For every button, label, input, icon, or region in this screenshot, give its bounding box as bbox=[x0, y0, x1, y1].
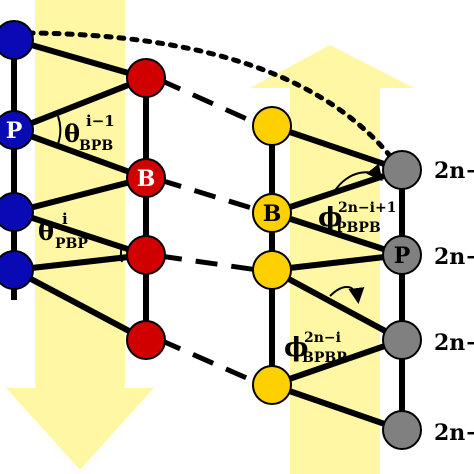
phi-top-label: ϕ 2n−i+1 PBPB bbox=[318, 200, 396, 236]
theta-top-label: θ i−1 BPB bbox=[64, 112, 115, 154]
theta-top-subscript: BPB bbox=[79, 138, 113, 154]
theta-top-angle-arc bbox=[57, 115, 62, 145]
theta-bottom-symbol: θ bbox=[38, 217, 54, 246]
theta-top-superscript: i−1 bbox=[86, 112, 115, 130]
theta-bottom-label: θ i PBP bbox=[38, 210, 88, 252]
right-yellow-node bbox=[252, 106, 292, 146]
phi-top-curl-arrow bbox=[333, 163, 383, 193]
index-label-4: 2n− bbox=[434, 420, 474, 446]
right-gray-node bbox=[382, 410, 422, 450]
theta-bottom-superscript: i bbox=[62, 210, 68, 228]
right-yellow-node bbox=[252, 365, 292, 405]
left-blue-node bbox=[0, 192, 34, 232]
left-red-node bbox=[126, 58, 166, 98]
theta-bottom-subscript: PBP bbox=[55, 236, 88, 252]
left-B-label: B bbox=[137, 166, 156, 192]
left-P-label: P bbox=[6, 118, 23, 144]
right-gray-node bbox=[382, 320, 422, 360]
phi-bottom-subscript: BPBP bbox=[302, 350, 347, 366]
right-P-label: P bbox=[394, 243, 411, 269]
phi-top-symbol: ϕ bbox=[318, 203, 342, 233]
phi-bottom-superscript: 2n−i bbox=[304, 330, 341, 346]
left-red-node bbox=[126, 235, 166, 275]
left-blue-node bbox=[0, 250, 34, 290]
phi-bottom-symbol: ϕ bbox=[284, 333, 308, 363]
left-red-node-B bbox=[126, 158, 166, 198]
left-blue-node bbox=[0, 20, 34, 60]
top-dotted-arc bbox=[25, 30, 401, 169]
right-yellow-node-B bbox=[252, 193, 292, 233]
right-gray-node bbox=[382, 150, 422, 190]
left-blue-node-P bbox=[0, 110, 34, 150]
left-red-node bbox=[126, 320, 166, 360]
phi-bottom-curl-arrow bbox=[329, 286, 365, 304]
interstrand-dashed-links bbox=[158, 77, 260, 386]
index-label-1: 2n− bbox=[434, 158, 474, 184]
index-label-2: 2n− bbox=[434, 244, 474, 270]
phi-bottom-label: ϕ 2n−i BPBP bbox=[284, 330, 347, 366]
left-zigzag-bonds bbox=[12, 37, 148, 343]
index-label-3: 2n− bbox=[434, 330, 474, 356]
phi-top-superscript: 2n−i+1 bbox=[338, 200, 396, 216]
right-gray-node-P bbox=[382, 235, 422, 275]
theta-bottom-angle-arc bbox=[119, 245, 123, 263]
right-yellow-node bbox=[252, 250, 292, 290]
phi-top-subscript: PBPB bbox=[336, 220, 381, 236]
right-strand-direction-arrow bbox=[250, 45, 414, 474]
right-B-label: B bbox=[263, 201, 282, 227]
theta-top-symbol: θ bbox=[64, 119, 80, 148]
